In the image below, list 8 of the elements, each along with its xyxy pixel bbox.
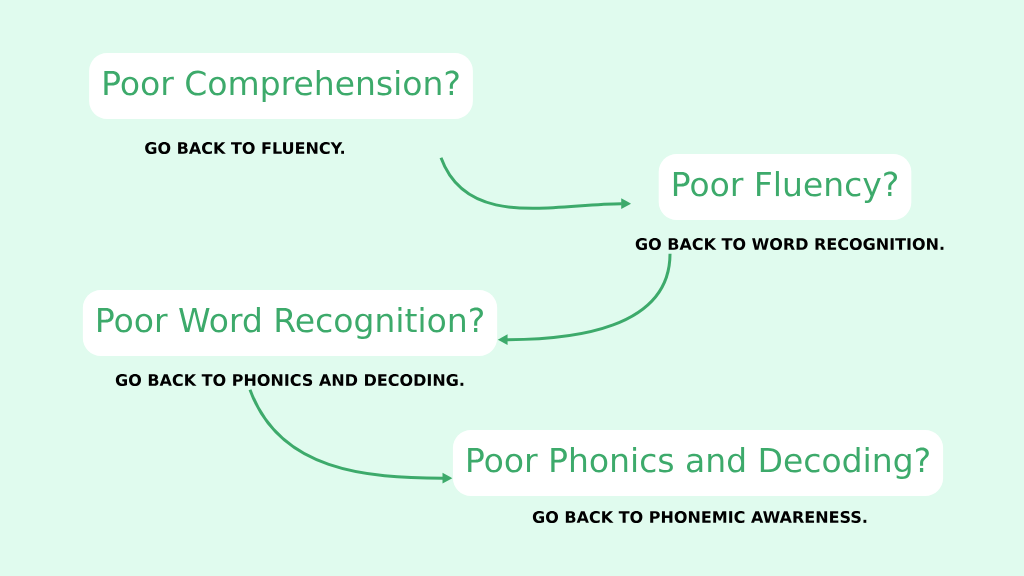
title-box: Poor Phonics and Decoding? [452,430,944,496]
instruction-text: GO BACK TO PHONICS AND DECODING. [115,373,464,387]
instruction-text: GO BACK TO WORD RECOGNITION. [635,237,944,251]
instruction-text: GO BACK TO FLUENCY. [145,141,344,155]
instruction-text: GO BACK TO PHONEMIC AWARENESS. [532,510,867,524]
title-box: Poor Fluency? [658,154,912,220]
title-box: Poor Comprehension? [89,53,473,119]
title-box: Poor Word Recognition? [82,290,498,356]
